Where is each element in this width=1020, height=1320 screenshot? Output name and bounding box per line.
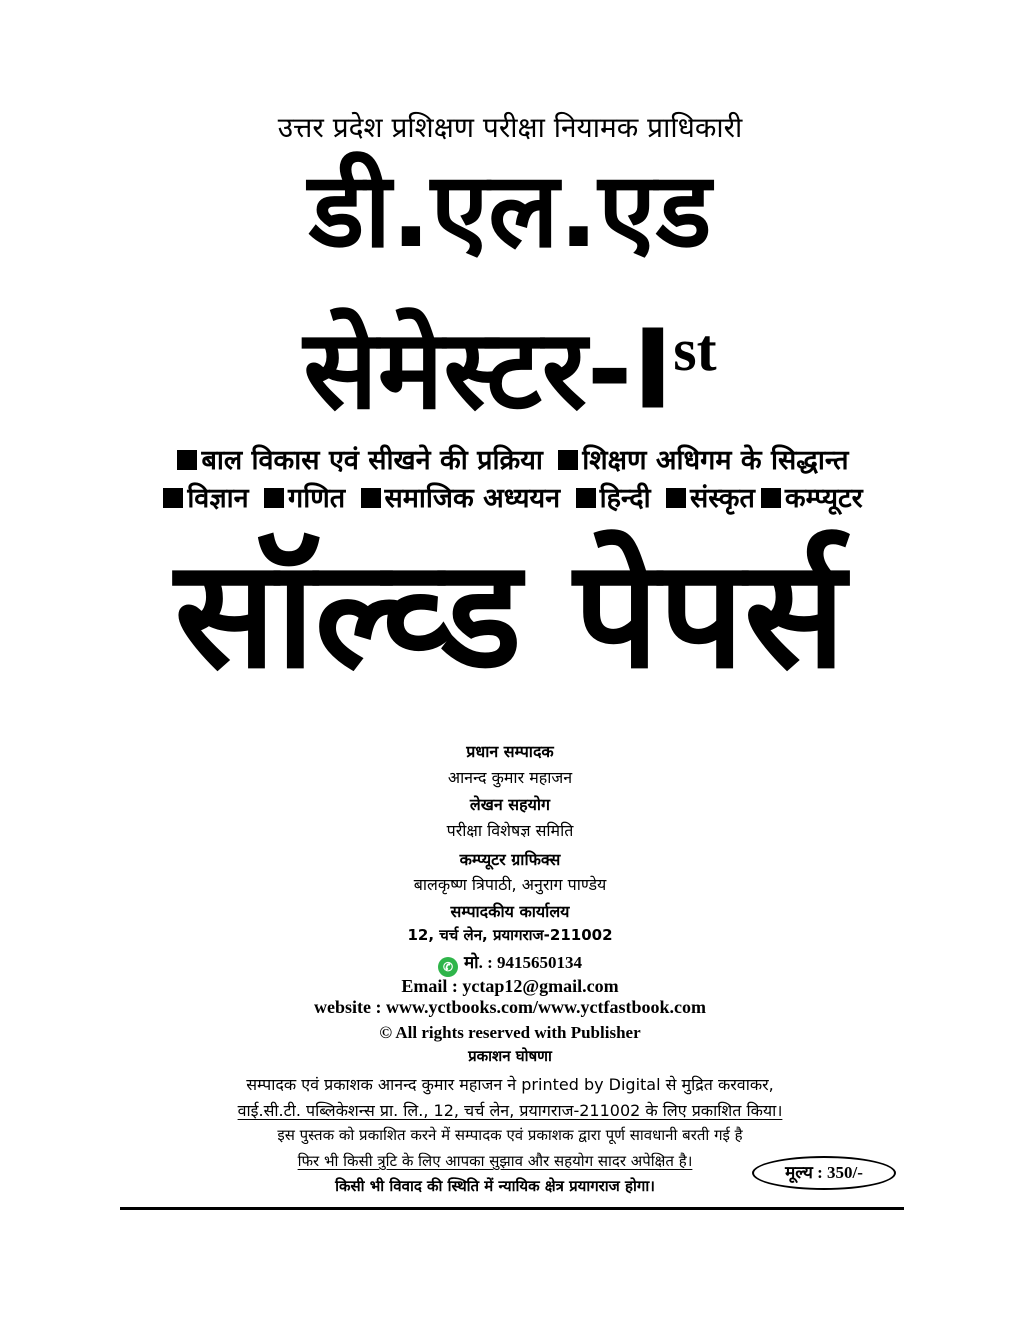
phone: मो. : 9415650134	[464, 953, 582, 972]
subject: बाल विकास एवं सीखने की प्रक्रिया	[201, 445, 543, 476]
declaration-line: फिर भी किसी त्रुटि के लिए आपका सुझाव और …	[297, 1152, 693, 1170]
subject: संस्कृत	[690, 483, 755, 514]
jurisdiction-line: किसी भी विवाद की स्थिति में न्यायिक क्षे…	[335, 1177, 655, 1195]
declaration-label: प्रकाशन घोषणा	[468, 1047, 552, 1065]
bullet-square-icon	[558, 450, 579, 470]
phone-line: ✆ मो. : 9415650134	[0, 950, 1020, 977]
writing-label: लेखन सहयोग	[469, 795, 551, 814]
subject: समाजिक अध्ययन	[384, 483, 561, 514]
email: Email : yctap12@gmail.com	[401, 976, 619, 996]
bullet-square-icon	[666, 488, 686, 508]
declaration-line: इस पुस्तक को प्रकाशित करने में सम्पादक ए…	[277, 1126, 743, 1144]
declaration-line: वाई.सी.टी. पब्लिकेशन्स प्रा. लि., 12, चर…	[237, 1101, 783, 1120]
main-title: सॉल्व्ड पेपर्स	[174, 528, 846, 702]
office-address: 12, चर्च लेन, प्रयागराज-211002	[407, 926, 613, 944]
chief-editor: आनन्द कुमार महाजन	[447, 768, 573, 787]
bullet-square-icon	[575, 488, 596, 508]
bullet-square-icon	[177, 450, 198, 470]
subject: शिक्षण अधिगम के सिद्धान्त	[582, 445, 849, 476]
office-label: सम्पादकीय कार्यालय	[450, 902, 570, 921]
subjects-line-2: विज्ञान गणित समाजिक अध्ययन हिन्दी संस्कृ…	[0, 478, 1020, 515]
bullet-square-icon	[360, 488, 381, 508]
subject: विज्ञान	[187, 483, 249, 514]
bullet-square-icon	[264, 488, 285, 508]
graphics-label: कम्प्यूटर ग्राफिक्स	[459, 850, 561, 869]
graphics-team: बालकृष्ण त्रिपाठी, अनुराग पाण्डेय	[413, 875, 607, 894]
subject: हिन्दी	[599, 483, 651, 514]
semester-text: सेमेस्टर-I	[303, 305, 674, 434]
subject: गणित	[288, 483, 346, 514]
authority-heading: उत्तर प्रदेश प्रशिक्षण परीक्षा नियामक प्…	[277, 111, 743, 144]
bullet-square-icon	[163, 488, 184, 508]
price-badge: मूल्य : 350/-	[752, 1156, 896, 1190]
website: website : www.yctbooks.com/www.yctfastbo…	[314, 997, 706, 1017]
course-title: डी.एल.एड	[308, 149, 712, 271]
declaration-line: सम्पादक एवं प्रकाशक आनन्द कुमार महाजन ने…	[246, 1075, 774, 1094]
writing-team: परीक्षा विशेषज्ञ समिति	[446, 821, 574, 840]
rights-notice: © All rights reserved with Publisher	[379, 1023, 641, 1042]
subject: कम्प्यूटर	[784, 483, 863, 514]
whatsapp-icon: ✆	[438, 957, 458, 977]
bullet-square-icon	[760, 488, 781, 508]
semester-sup: st	[673, 317, 717, 383]
semester-title: सेमेस्टर-Ist	[0, 280, 1020, 440]
bottom-rule	[120, 1207, 904, 1210]
subjects-line-1: बाल विकास एवं सीखने की प्रक्रिया शिक्षण …	[0, 440, 1020, 477]
chief-editor-label: प्रधान सम्पादक	[466, 742, 554, 761]
